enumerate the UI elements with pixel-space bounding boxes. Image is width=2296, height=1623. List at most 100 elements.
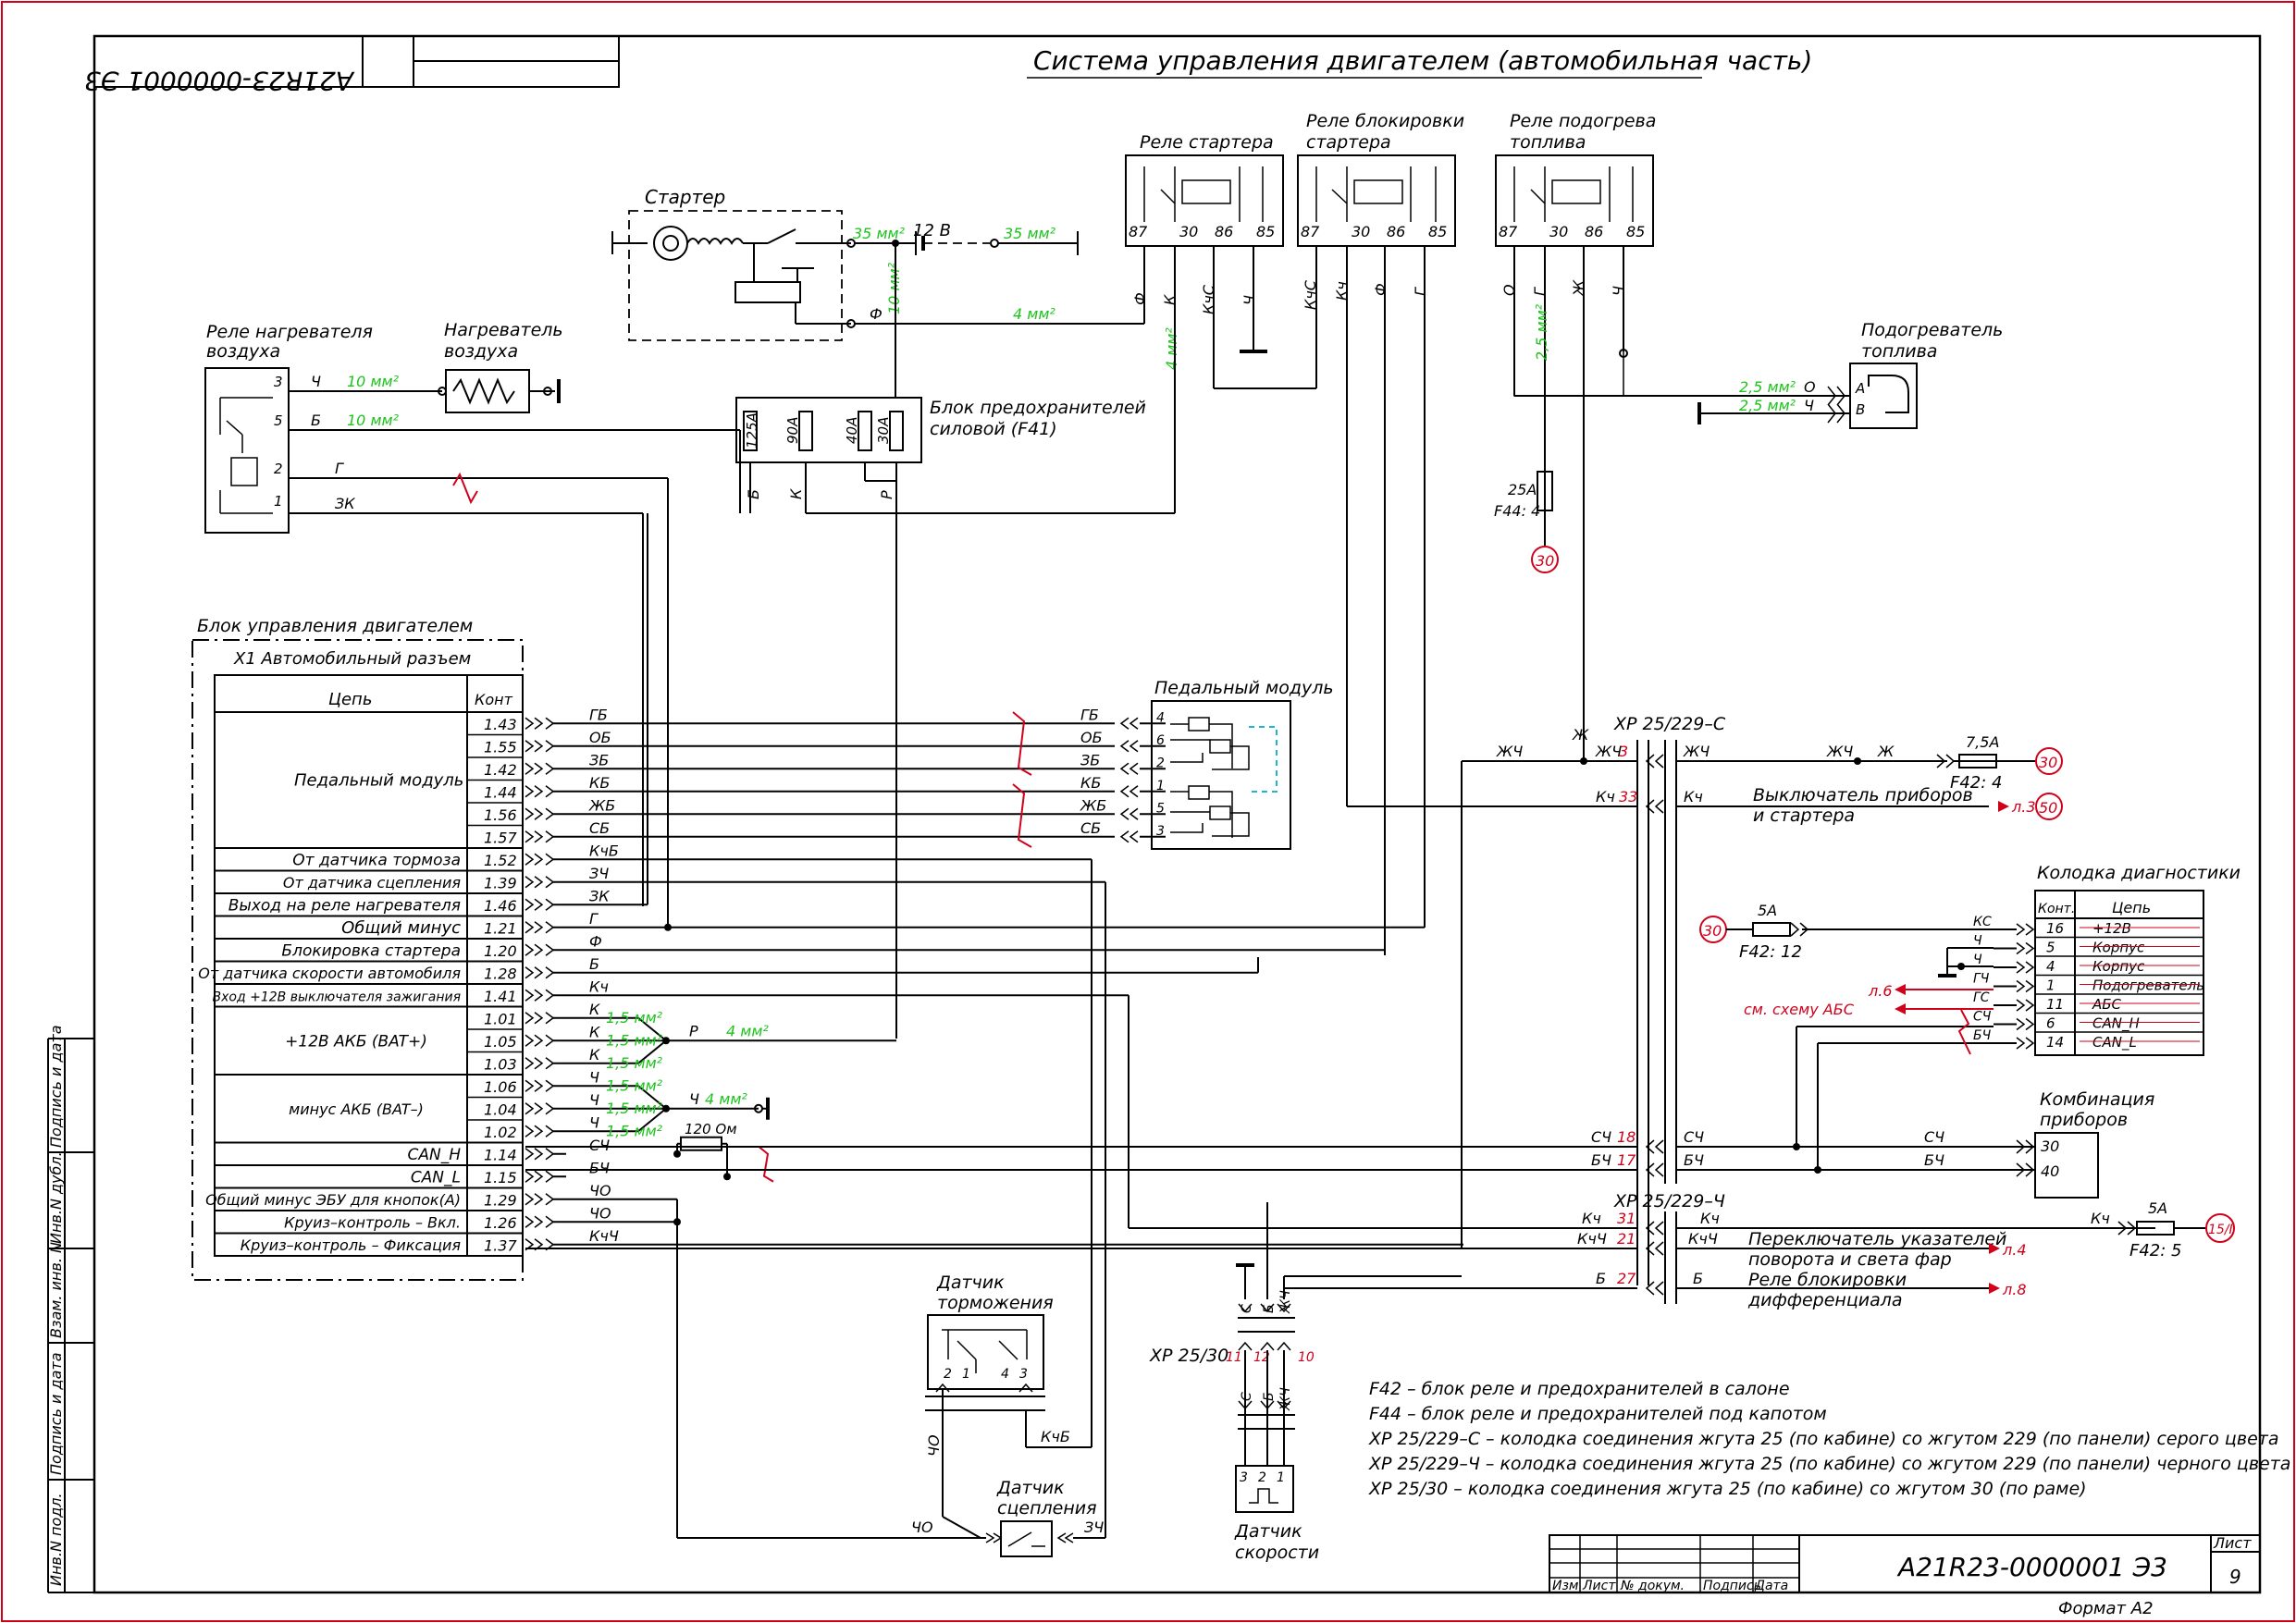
diag-circuit: CAN_H — [2092, 1015, 2140, 1033]
xpc-w-bch: БЧ — [1591, 1151, 1611, 1169]
fuel-heater-wire-b: 2,5 мм² — [1739, 397, 1796, 414]
ecu-contact: 1.37 — [484, 1237, 517, 1255]
air-wire-b: Б — [311, 412, 321, 429]
speed-title1: Датчик — [1234, 1521, 1302, 1542]
fuel-relay-wire-zh: Ж — [1570, 279, 1587, 297]
fuse-90: 90А — [784, 417, 801, 444]
ecu-wire-label: Ч — [589, 1091, 599, 1109]
ignition-ref: л.3 — [2011, 798, 2036, 816]
heater-title2: воздуха — [444, 341, 518, 362]
pedal-pin: 3 — [1156, 824, 1165, 839]
xp30-w-zhch-top: ЖЧ — [1278, 1290, 1293, 1314]
xp30-title: ХР 25/30 — [1149, 1346, 1228, 1366]
ecu-wire-label: КБ — [589, 774, 610, 792]
ignition-title2: и стартера — [1753, 805, 1855, 826]
xp-25-30: ХР 25/30 11 12 10 С Б ЖЧ С Б ЖЧ 3 2 1 Да… — [1149, 1202, 1462, 1563]
ecu-contact: 1.02 — [484, 1124, 517, 1141]
diag-wire: Ч — [1973, 953, 1982, 967]
air-relay-pin-2: 2 — [274, 461, 283, 477]
xpch-w-b-r: Б — [1693, 1270, 1703, 1287]
ecu-contact: 1.57 — [484, 830, 517, 847]
speed-pin-2: 2 — [1258, 1470, 1266, 1485]
ecu-contact: 1.28 — [484, 965, 517, 983]
starter-lock-relay: Реле блокировки стартера 87 30 86 85 КчС… — [1214, 111, 1464, 955]
ecu-group-label: Общий минус ЭБУ для кнопок(А) — [205, 1191, 461, 1209]
xpc-w-sch: СЧ — [1591, 1128, 1611, 1146]
xpc-w-zhch-r: ЖЧ — [1683, 743, 1710, 760]
diag-wire: СЧ — [1973, 1010, 1992, 1025]
fuse-wire-k: К — [787, 488, 805, 499]
fuse-wire-r: Р — [878, 490, 895, 499]
brake-title2: торможения — [937, 1293, 1054, 1313]
note-xp30: ХР 25/30 – колодка соединения жгута 25 (… — [1368, 1479, 2087, 1499]
fuel-heater: Подогреватель топлива А В 2,5 мм² 2,5 мм… — [1697, 320, 2003, 429]
starter-wire-35b: 35 мм² — [1004, 225, 1056, 242]
f42-5-value: 5А — [2148, 1199, 2167, 1217]
pedal-pin: 6 — [1156, 733, 1165, 748]
xpch-pin-27: 27 — [1617, 1270, 1636, 1287]
xpc-pin-17: 17 — [1617, 1151, 1636, 1169]
xpc-w-zh-top: Ж — [1572, 726, 1589, 744]
ecu-connector: Х1 Автомобильный разъем — [233, 649, 471, 669]
ecu-wire-label: ЗБ — [589, 751, 609, 768]
ecu-contact: 1.26 — [484, 1214, 517, 1232]
sheet-number: 9 — [2229, 1566, 2241, 1588]
brake-pin-2: 2 — [944, 1367, 952, 1382]
diag-col-contact: Конт. — [2038, 902, 2075, 916]
f42-4-value: 7,5А — [1966, 733, 1999, 751]
ecu-contact: 1.52 — [484, 852, 517, 869]
xpch-w-b: Б — [1596, 1270, 1606, 1287]
starter-term-f: Ф — [870, 305, 883, 323]
f42-5-name: F42: 5 — [2129, 1241, 2182, 1260]
ecu-wire-label: К — [589, 1023, 600, 1040]
diag-wire: КС — [1973, 915, 1992, 929]
f44-value: 25А — [1508, 481, 1537, 498]
legend-notes: F42 – блок реле и предохранителей в сало… — [1368, 1379, 2290, 1499]
ecu-group-label: От датчика скорости автомобиля — [198, 965, 461, 982]
ecu-wire-label: КчЧ — [589, 1227, 619, 1245]
ecu-wire-label: СЧ — [589, 1137, 610, 1154]
pedal-pin: 2 — [1156, 756, 1165, 770]
drawing-frame — [93, 34, 2262, 1594]
lock-relay-pin-86: 86 — [1387, 223, 1405, 240]
xpc-w-zhch-l: ЖЧ — [1496, 743, 1523, 760]
fuel-heater-wb: Ч — [1804, 397, 1814, 414]
diff-ref: л.8 — [2002, 1281, 2027, 1298]
fuel-relay-pin-86: 86 — [1585, 223, 1603, 240]
air-wire-10a: 10 мм² — [347, 373, 400, 390]
ecu-contact: 1.03 — [484, 1056, 517, 1074]
diag-pin: 6 — [2046, 1015, 2055, 1032]
ecu-block: Блок управления двигателем Х1 Автомобиль… — [191, 616, 524, 1281]
diag-pin: 5 — [2046, 940, 2055, 956]
xpch-w-kch: Кч — [1582, 1210, 1601, 1227]
brake-title1: Датчик — [936, 1273, 1005, 1293]
air-wire-zk: ЗК — [335, 495, 355, 512]
diag-pin: 4 — [2046, 958, 2055, 975]
diag-circuit: CAN_L — [2092, 1034, 2137, 1051]
diag-col-circuit: Цепь — [2112, 899, 2151, 916]
starter-wire-35a: 35 мм² — [853, 225, 906, 242]
air-relay-pin-1: 1 — [274, 493, 283, 510]
ecu-wire-label: Г — [589, 910, 599, 928]
ecu-wire-15: 1,5 мм² — [606, 1054, 663, 1072]
ecu-wire-label: ЧО — [589, 1204, 611, 1222]
lock-relay-wire-kch: Кч — [1333, 281, 1351, 301]
lock-relay-title2: стартера — [1306, 132, 1391, 153]
note-xpc: ХР 25/229–С – колодка соединения жгута 2… — [1368, 1429, 2278, 1449]
ecu-contact: 1.05 — [484, 1033, 517, 1051]
ecu-harness: ГБОБЗБКБЖБСБКчБЗЧЗКГФБКчКККЧЧЧСЧБЧЧОЧОКч… — [525, 513, 1463, 1538]
ecu-wire-15: 1,5 мм² — [606, 1009, 663, 1027]
xpc-w-zhch: ЖЧ — [1595, 743, 1622, 760]
diag-ref-abs: см. схему АБС — [1744, 1001, 1855, 1018]
ecu-wire-label: ЗК — [589, 887, 610, 904]
xp30-w-b-bot: Б — [1262, 1392, 1277, 1401]
ecu-wire-label: КчБ — [589, 842, 619, 859]
ecu-wire-15: 1,5 мм² — [606, 1031, 663, 1049]
ecu-contact: 1.15 — [484, 1169, 517, 1187]
ecu-group-label: Общий минус — [341, 918, 461, 938]
speed-pin-1: 1 — [1277, 1470, 1285, 1485]
diag-title: Колодка диагностики — [2037, 863, 2240, 883]
ecu-group-label: CAN_L — [411, 1168, 461, 1187]
stamp-col-date: Дата — [1754, 1579, 1788, 1593]
xpch-w-kchch-r: КчЧ — [1688, 1230, 1718, 1248]
